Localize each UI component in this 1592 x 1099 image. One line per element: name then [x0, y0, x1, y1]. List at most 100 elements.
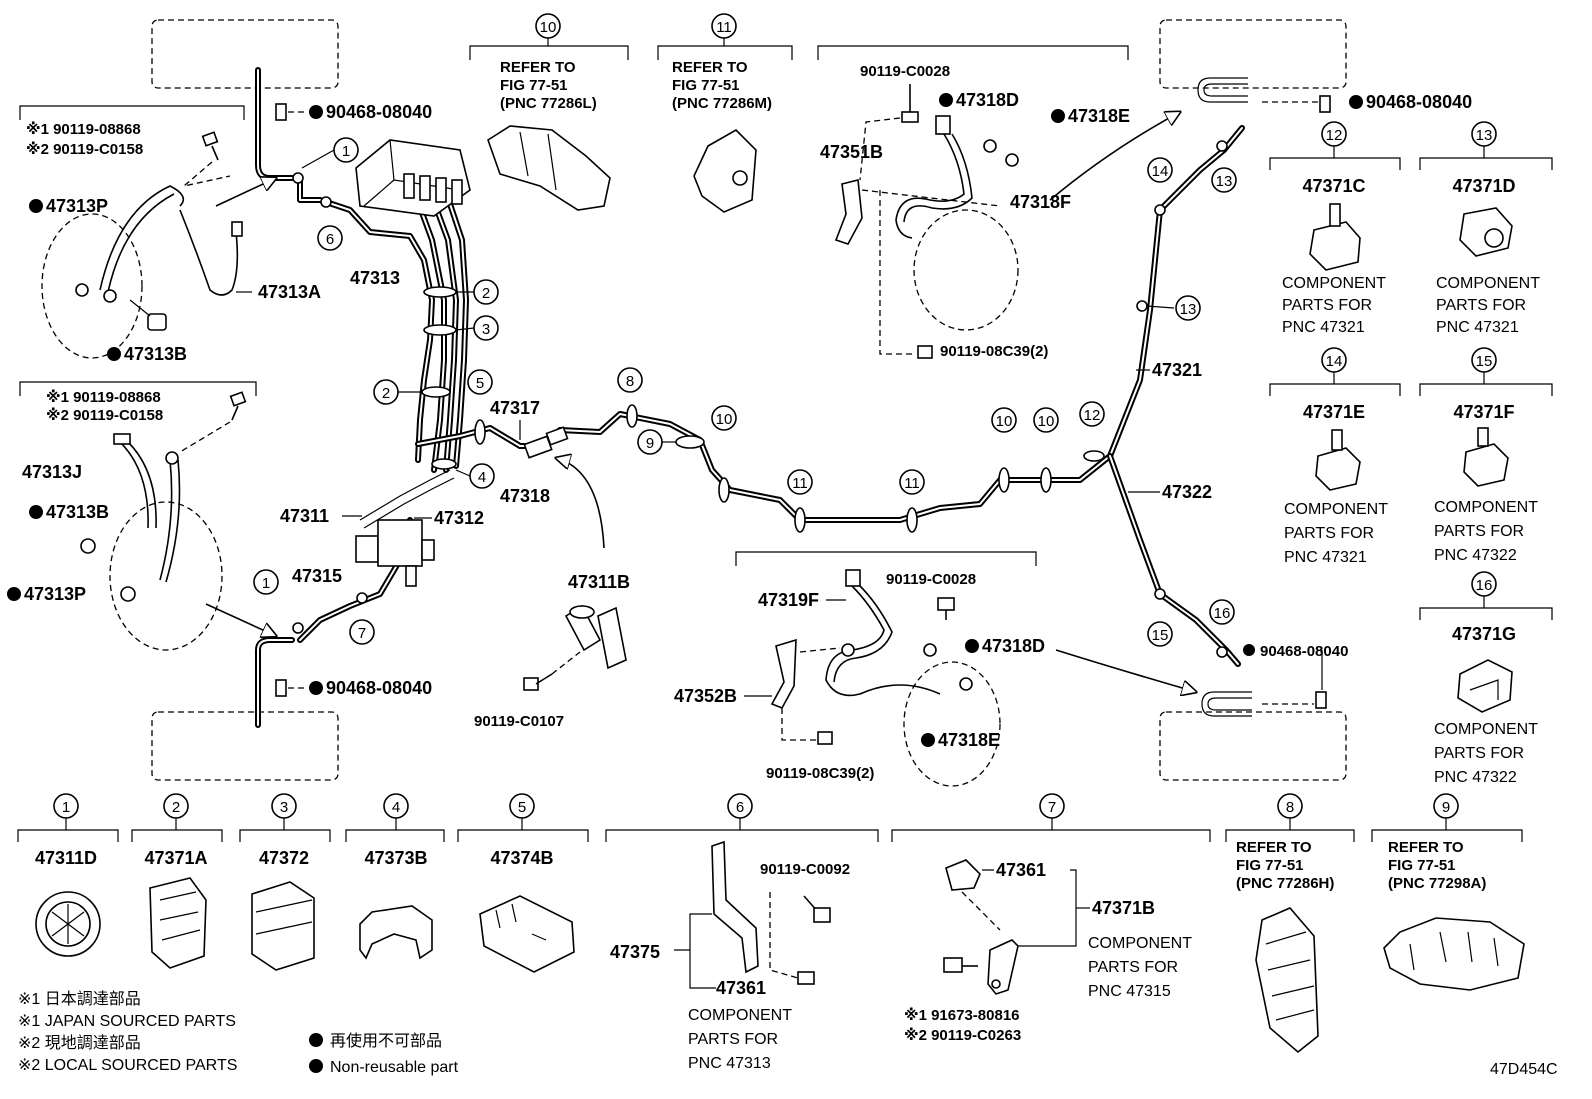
bottom-part-8: 8 REFER TO FIG 77-51 (PNC 77286H)	[1225, 793, 1355, 1054]
bottom-part-6: 6 47375 90119-C0092 47361 COMPONENT PART…	[605, 793, 879, 1072]
svg-text:6: 6	[326, 231, 334, 248]
callout-markers: 1 6 2 3 2 5 4 8 9 10 11 11 10 10 12 14 1…	[253, 137, 1237, 647]
legend-mark-2-en: ※2 LOCAL SOURCED PARTS	[18, 1057, 237, 1074]
svg-text:16: 16	[1476, 577, 1493, 594]
bottom-part-7: 7 47361 47371B ※1 91673-80816 ※2 90119-C…	[891, 793, 1211, 1044]
label-90119-08C39-bottom: 90119-08C39(2)	[766, 765, 874, 782]
svg-text:10: 10	[1038, 413, 1055, 430]
svg-text:8: 8	[1286, 799, 1294, 816]
svg-text:PNC 47321: PNC 47321	[1282, 319, 1365, 336]
svg-text:COMPONENT: COMPONENT	[1088, 935, 1192, 952]
svg-text:14: 14	[1326, 353, 1343, 370]
legend-non-reusable-jp: 再使用不可部品	[330, 1032, 442, 1050]
refer-block-11: 11 REFER TO FIG 77-51 (PNC 77286M)	[657, 13, 793, 213]
bolt-icon	[943, 957, 978, 973]
figure-code: 47D454C	[1490, 1061, 1558, 1078]
label-47318E-bottom: 47318E	[938, 730, 1000, 750]
svg-text:COMPONENT: COMPONENT	[1284, 501, 1388, 518]
svg-text:(PNC 77298A): (PNC 77298A)	[1388, 875, 1486, 892]
label-47313B-mid: 47313B	[46, 502, 109, 522]
label-47315: 47315	[292, 566, 342, 586]
svg-text:47311D: 47311D	[35, 848, 97, 868]
washer-icon	[103, 289, 117, 303]
component-12: 12 47371C COMPONENT PARTS FOR PNC 47321	[1269, 121, 1401, 336]
svg-text:13: 13	[1180, 301, 1197, 318]
non-reusable-dot	[1349, 95, 1363, 109]
label-90119-08C39-top: 90119-08C39(2)	[940, 343, 1048, 360]
svg-text:11: 11	[716, 19, 732, 36]
legend-mark-1-jp: ※1 日本調達部品	[18, 990, 141, 1008]
pipe-end-bottom-right	[1201, 691, 1252, 717]
svg-text:15: 15	[1152, 627, 1169, 644]
label-90468-08040-bottom: 90468-08040	[326, 678, 432, 698]
phantom-box-top-right	[1159, 19, 1347, 89]
legend: ※1 日本調達部品 ※1 JAPAN SOURCED PARTS ※2 現地調達…	[18, 990, 459, 1076]
svg-text:PNC 47321: PNC 47321	[1436, 319, 1519, 336]
legend-mark-2-jp: ※2 現地調達部品	[18, 1034, 141, 1052]
svg-text:FIG 77-51: FIG 77-51	[1236, 857, 1304, 874]
svg-text:PNC 47322: PNC 47322	[1434, 547, 1517, 564]
label-90119-C0028-top: 90119-C0028	[860, 63, 950, 80]
svg-text:90119-C0092: 90119-C0092	[760, 861, 850, 878]
svg-text:15: 15	[1476, 353, 1493, 370]
phantom-box-bottom-right	[1159, 711, 1347, 781]
connector-47318-icon	[523, 426, 569, 459]
component-14: 14 47371E COMPONENT PARTS FOR PNC 47321	[1269, 347, 1401, 566]
hose-47318F-icon	[895, 115, 1019, 239]
svg-text:COMPONENT: COMPONENT	[1282, 275, 1386, 292]
non-reusable-dot	[1243, 644, 1255, 656]
label-m2-90119-C0158-b: ※2 90119-C0158	[46, 406, 163, 424]
union-bolt-icon	[129, 299, 167, 331]
svg-text:7: 7	[1048, 799, 1056, 816]
label-47322: 47322	[1162, 482, 1212, 502]
svg-text:2: 2	[482, 285, 490, 302]
valve-block-icon	[355, 519, 435, 587]
svg-text:1: 1	[262, 575, 270, 592]
component-16: 16 47371G COMPONENT PARTS FOR PNC 47322	[1419, 571, 1553, 786]
label-47321: 47321	[1152, 360, 1202, 380]
svg-text:PNC 47322: PNC 47322	[1434, 769, 1517, 786]
svg-text:FIG 77-51: FIG 77-51	[500, 77, 568, 94]
svg-text:47361: 47361	[716, 978, 766, 998]
svg-text:(PNC 77286M): (PNC 77286M)	[672, 95, 772, 112]
svg-text:(PNC 77286H): (PNC 77286H)	[1236, 875, 1334, 892]
svg-text:COMPONENT: COMPONENT	[1436, 275, 1540, 292]
svg-text:PARTS FOR: PARTS FOR	[1434, 523, 1524, 540]
refer-block-10: 10 REFER TO FIG 77-51 (PNC 77286L)	[469, 13, 629, 211]
bolt-icon	[229, 391, 247, 421]
svg-text:PNC 47313: PNC 47313	[688, 1055, 771, 1072]
svg-text:PARTS FOR: PARTS FOR	[688, 1031, 778, 1048]
svg-text:16: 16	[1214, 605, 1231, 622]
hose-47313J-icon	[113, 433, 181, 583]
label-m1-90119-08868: ※1 90119-08868	[26, 120, 141, 138]
label-90468-08040-top: 90468-08040	[326, 102, 432, 122]
svg-text:COMPONENT: COMPONENT	[688, 1007, 792, 1024]
phantom-box-top-left	[151, 19, 339, 89]
label-47317: 47317	[490, 398, 540, 418]
svg-text:47371G: 47371G	[1452, 624, 1516, 644]
label-47352B: 47352B	[674, 686, 737, 706]
svg-text:COMPONENT: COMPONENT	[1434, 499, 1538, 516]
svg-text:FIG 77-51: FIG 77-51	[672, 77, 740, 94]
svg-text:2: 2	[172, 799, 180, 816]
svg-text:11: 11	[904, 475, 920, 492]
svg-text:FIG 77-51: FIG 77-51	[1388, 857, 1456, 874]
svg-text:47371D: 47371D	[1452, 176, 1515, 196]
bottom-part-3: 3 47372	[239, 793, 331, 971]
clip-icon	[797, 971, 815, 985]
svg-text:※1 91673-80816: ※1 91673-80816	[904, 1006, 1020, 1024]
svg-text:47375: 47375	[610, 942, 660, 962]
svg-text:PARTS FOR: PARTS FOR	[1284, 525, 1374, 542]
bolt-icon	[937, 597, 955, 620]
non-reusable-dot	[309, 681, 323, 695]
hose-47313A-icon	[99, 185, 252, 296]
legend-non-reusable-en: Non-reusable part	[330, 1059, 459, 1076]
label-90119-C0107: 90119-C0107	[474, 713, 564, 730]
svg-text:4: 4	[478, 469, 486, 486]
svg-text:(PNC 77286L): (PNC 77286L)	[500, 95, 597, 112]
svg-text:3: 3	[482, 321, 490, 338]
bracket-47311B-icon	[564, 604, 627, 670]
svg-text:12: 12	[1326, 127, 1343, 144]
label-47312: 47312	[434, 508, 484, 528]
